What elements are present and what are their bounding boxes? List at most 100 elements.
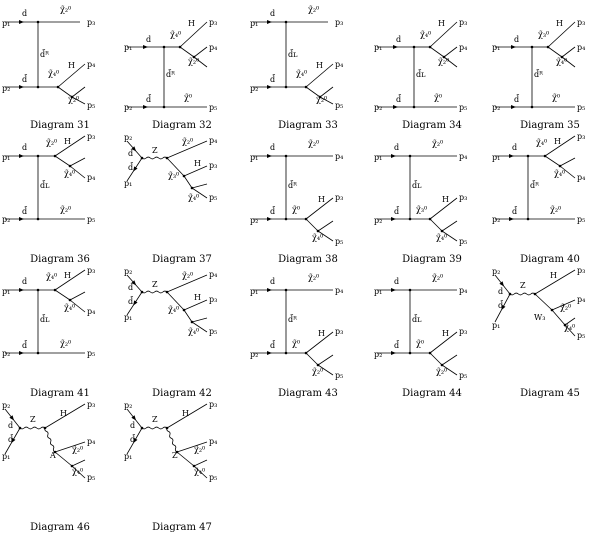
- fermion-line: [191, 183, 208, 189]
- vertex-dot: [68, 298, 72, 302]
- vertex-dot: [53, 288, 57, 292]
- particle-label: p₃: [87, 132, 95, 141]
- vertex-dot: [408, 288, 412, 292]
- vertex-dot: [192, 464, 196, 468]
- particle-label: χ̃₄⁰: [64, 169, 75, 178]
- fermion-line: [551, 299, 576, 311]
- particle-label: H: [554, 137, 561, 146]
- particle-label: p₃: [335, 327, 343, 336]
- diagram-caption: Diagram 44: [402, 388, 462, 399]
- vertex-dot: [550, 308, 554, 312]
- boson-line: [141, 426, 168, 430]
- vertex-dot: [182, 308, 186, 312]
- fermion-line: [305, 331, 334, 354]
- particle-label: d̃ʟ: [40, 313, 50, 324]
- fermion-line: [429, 218, 443, 232]
- vertex-dot: [43, 426, 47, 430]
- fermion-line: [559, 157, 576, 167]
- particle-label: d: [8, 421, 13, 430]
- particle-label: Z: [30, 415, 36, 424]
- particle-label: d̃ᴿ: [288, 179, 297, 190]
- particle-label: d̄: [22, 74, 28, 84]
- diagram-caption: Diagram 31: [30, 120, 90, 131]
- arrow-icon: [393, 45, 398, 49]
- diagram-caption: Diagram 37: [152, 254, 212, 265]
- particle-label: d̄: [514, 94, 520, 104]
- particle-label: χ̃₂⁰: [312, 367, 323, 376]
- fermion-line: [559, 165, 576, 179]
- arrow-icon: [19, 85, 24, 89]
- vertex-dot: [140, 426, 144, 430]
- boson-line: [44, 427, 56, 453]
- fermion-line: [183, 175, 193, 189]
- particle-label: p₃: [209, 295, 217, 304]
- vertex-dot: [558, 164, 562, 168]
- particle-label: χ̃₄⁰: [536, 138, 547, 147]
- particle-label: p₂: [374, 350, 382, 359]
- arrow-icon: [267, 154, 272, 158]
- vertex-dot: [68, 164, 72, 168]
- particle-label: p₁: [124, 43, 132, 52]
- particle-label: p₂: [2, 215, 10, 224]
- particle-label: χ̃₂⁰: [432, 139, 443, 148]
- particle-label: χ̃₄⁰: [188, 327, 199, 336]
- vertex-dot: [526, 217, 530, 221]
- particle-label: d: [270, 277, 275, 286]
- fermion-line: [71, 465, 86, 479]
- particle-label: p₄: [335, 286, 343, 295]
- particle-label: χ̃₂⁰: [182, 271, 193, 280]
- vertex-dot: [543, 154, 547, 158]
- particle-label: χ̃₄⁰: [420, 30, 431, 39]
- particle-label: p₃: [459, 193, 467, 202]
- particle-label: p₅: [209, 327, 217, 336]
- vertex-dot: [162, 45, 166, 49]
- particle-label: d: [22, 9, 27, 18]
- particle-label: χ̃₂⁰: [316, 95, 327, 104]
- fermion-line: [547, 21, 576, 48]
- arrow-icon: [391, 154, 396, 158]
- fermion-line: [305, 63, 334, 88]
- fermion-line: [429, 352, 443, 366]
- particle-label: χ̃₂⁰: [68, 95, 79, 104]
- arrow-icon: [391, 351, 396, 355]
- particle-label: H: [442, 195, 449, 204]
- particle-label: p₄: [577, 295, 585, 304]
- diagram-caption: Diagram 36: [30, 254, 90, 265]
- particle-label: H: [442, 329, 449, 338]
- vertex-dot: [36, 20, 40, 24]
- particle-label: p₁: [492, 153, 500, 162]
- particle-label: p₅: [577, 215, 585, 224]
- particle-label: p₁: [124, 179, 132, 188]
- particle-label: p₄: [209, 437, 217, 446]
- vertex-dot: [304, 351, 308, 355]
- fermion-line: [564, 317, 576, 326]
- arrow-icon: [509, 217, 514, 221]
- particle-label: p₃: [209, 161, 217, 170]
- particle-label: p₅: [577, 331, 585, 340]
- particle-label: χ̃₄⁰: [556, 57, 567, 66]
- arrow-icon: [391, 288, 396, 292]
- particle-label: d̄: [394, 206, 400, 216]
- fermion-line: [183, 309, 193, 323]
- particle-label: χ̃₄⁰: [436, 233, 447, 242]
- particle-label: d̄: [396, 94, 402, 104]
- vertex-dot: [140, 156, 144, 160]
- fermion-line: [54, 289, 71, 301]
- particle-label: p₃: [209, 18, 217, 27]
- arrow-icon: [267, 217, 272, 221]
- particle-label: χ̃₄⁰: [296, 69, 307, 78]
- particle-label: p₂: [492, 267, 500, 276]
